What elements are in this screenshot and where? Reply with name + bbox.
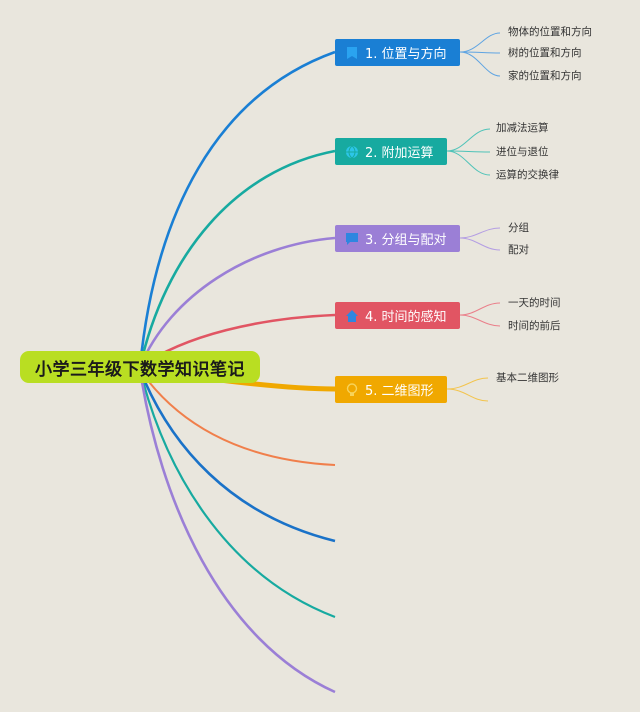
topic-time-perception[interactable]: 4. 时间的感知 [335, 302, 460, 329]
topic-label: 2. 附加运算 [365, 146, 434, 161]
sub-connector [459, 32, 501, 53]
leaf-item[interactable]: 基本二维图形 [496, 372, 559, 384]
topic-label: 4. 时间的感知 [365, 310, 447, 325]
topic-additional-operations[interactable]: 2. 附加运算 [335, 138, 447, 165]
connector-empty-4 [138, 369, 336, 694]
sub-connector [459, 302, 501, 316]
connector-empty-3 [138, 369, 336, 619]
connector-empty-2 [138, 369, 336, 543]
topic-label: 3. 分组与配对 [365, 233, 447, 248]
connector-empty-1 [139, 369, 336, 466]
lightbulb-icon [345, 382, 359, 397]
sub-connector [446, 128, 491, 152]
topic-grouping-pairing[interactable]: 3. 分组与配对 [335, 225, 460, 252]
sub-connector [446, 388, 489, 402]
connector-branch-2 [138, 149, 336, 368]
sub-connector [459, 237, 501, 251]
leaf-item[interactable]: 分组 [508, 222, 529, 234]
chat-icon [345, 232, 359, 246]
globe-icon [345, 145, 359, 159]
leaf-item[interactable]: 运算的交换律 [496, 169, 559, 181]
leaf-item[interactable]: 物体的位置和方向 [508, 26, 592, 38]
home-icon [345, 309, 359, 323]
connector-branch-3 [138, 236, 336, 368]
topic-label: 5. 二维图形 [365, 384, 434, 399]
leaf-item[interactable]: 时间的前后 [508, 320, 561, 332]
topic-label: 1. 位置与方向 [365, 47, 447, 62]
sub-connector [459, 227, 501, 239]
leaf-item[interactable]: 加减法运算 [496, 122, 549, 134]
topic-2d-shapes[interactable]: 5. 二维图形 [335, 376, 447, 403]
bookmark-icon [345, 46, 359, 60]
leaf-item[interactable]: 树的位置和方向 [508, 47, 582, 59]
leaf-item[interactable]: 进位与退位 [496, 146, 549, 158]
sub-connector [459, 314, 501, 327]
leaf-item[interactable]: 一天的时间 [508, 297, 561, 309]
topic-position-direction[interactable]: 1. 位置与方向 [335, 39, 460, 66]
sub-connector [459, 51, 501, 77]
central-topic[interactable]: 小学三年级下数学知识笔记 [20, 351, 260, 383]
connector-branch-1 [138, 50, 336, 368]
sub-connector [446, 377, 489, 390]
sub-connector [446, 150, 491, 176]
leaf-item[interactable]: 家的位置和方向 [508, 70, 582, 82]
leaf-item[interactable]: 配对 [508, 244, 529, 256]
